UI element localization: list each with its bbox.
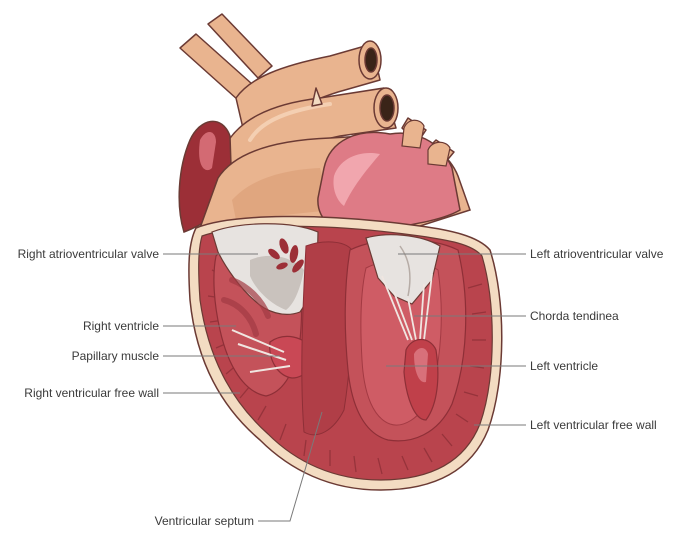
left-atrium-highlight <box>333 152 380 206</box>
aorta-lumen <box>364 47 378 73</box>
leader-lines <box>163 253 526 522</box>
pulmonary-lumen <box>379 94 395 122</box>
ventricular-septum <box>301 241 354 436</box>
right-trabeculae <box>221 277 271 337</box>
label-right-av-valve: Right atrioventricular valve <box>18 247 160 261</box>
valve-petal-openings <box>268 238 304 273</box>
upper-body-shade <box>232 168 332 220</box>
left-papillary-highlight <box>414 348 428 383</box>
label-chorda-tendinea: Chorda tendinea <box>530 309 619 323</box>
right-atrium-highlight <box>199 131 216 171</box>
label-papillary-muscle: Papillary muscle <box>72 349 160 363</box>
left-av-valve <box>365 234 441 305</box>
labels: Right atrioventricular valve Right ventr… <box>18 247 664 528</box>
vessel-branch-notch <box>311 87 323 107</box>
label-right-ventricle: Right ventricle <box>83 319 159 333</box>
aorta-branch-top <box>207 13 273 79</box>
left-av-valve-fold <box>399 245 411 297</box>
label-right-ventricular-free-wall: Right ventricular free wall <box>24 386 159 400</box>
leader-ventricular-septum <box>258 411 323 522</box>
vessel-highlight <box>248 102 332 142</box>
left-atrium-vein-1 <box>401 119 425 149</box>
left-chordae <box>381 273 433 341</box>
label-left-ventricular-free-wall: Left ventricular free wall <box>530 418 657 432</box>
label-left-ventricle: Left ventricle <box>530 359 598 373</box>
left-atrium-vein-2 <box>427 141 451 167</box>
label-left-av-valve: Left atrioventricular valve <box>530 247 664 261</box>
right-chordae <box>231 329 291 373</box>
right-av-valve-shadow <box>250 255 304 310</box>
label-ventricular-septum: Ventricular septum <box>155 514 254 528</box>
